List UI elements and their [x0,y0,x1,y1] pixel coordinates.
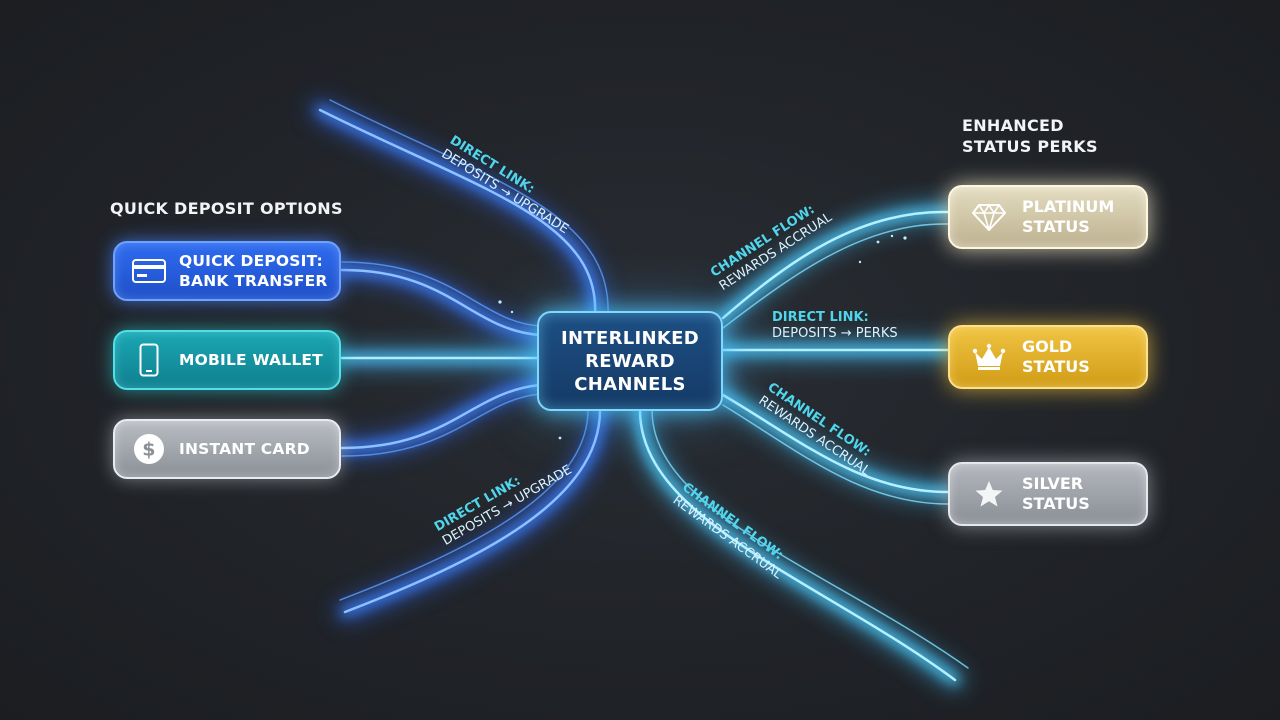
mobile-wallet-label: MOBILE WALLET [179,351,323,369]
gold-status-label: GOLD STATUS [1022,337,1090,376]
bank-transfer-label: QUICK DEPOSIT: BANK TRANSFER [179,252,328,290]
hub-label: INTERLINKED REWARD CHANNELS [561,327,699,395]
crown-icon [970,338,1008,376]
instant-card-node[interactable]: $ INSTANT CARD [113,419,341,479]
diamond-icon [970,198,1008,236]
bank-card-icon [129,251,169,291]
bank-transfer-node[interactable]: QUICK DEPOSIT: BANK TRANSFER [113,241,341,301]
reward-channels-hub[interactable]: INTERLINKED REWARD CHANNELS [537,311,723,411]
deposit-options-title: QUICK DEPOSIT OPTIONS [110,199,343,218]
platinum-status-node[interactable]: PLATINUM STATUS [948,185,1148,249]
mobile-wallet-node[interactable]: MOBILE WALLET [113,330,341,390]
status-perks-title: ENHANCED STATUS PERKS [962,116,1098,156]
dollar-coin-icon: $ [129,429,169,469]
flow-label-middle-right: DIRECT LINK: DEPOSITS → PERKS [772,310,898,341]
instant-card-label: INSTANT CARD [179,440,310,458]
svg-text:$: $ [142,439,155,461]
silver-status-label: SILVER STATUS [1022,474,1090,513]
star-icon [970,475,1008,513]
silver-status-node[interactable]: SILVER STATUS [948,462,1148,526]
platinum-status-label: PLATINUM STATUS [1022,197,1115,236]
gold-status-node[interactable]: GOLD STATUS [948,325,1148,389]
smartphone-icon [129,340,169,380]
